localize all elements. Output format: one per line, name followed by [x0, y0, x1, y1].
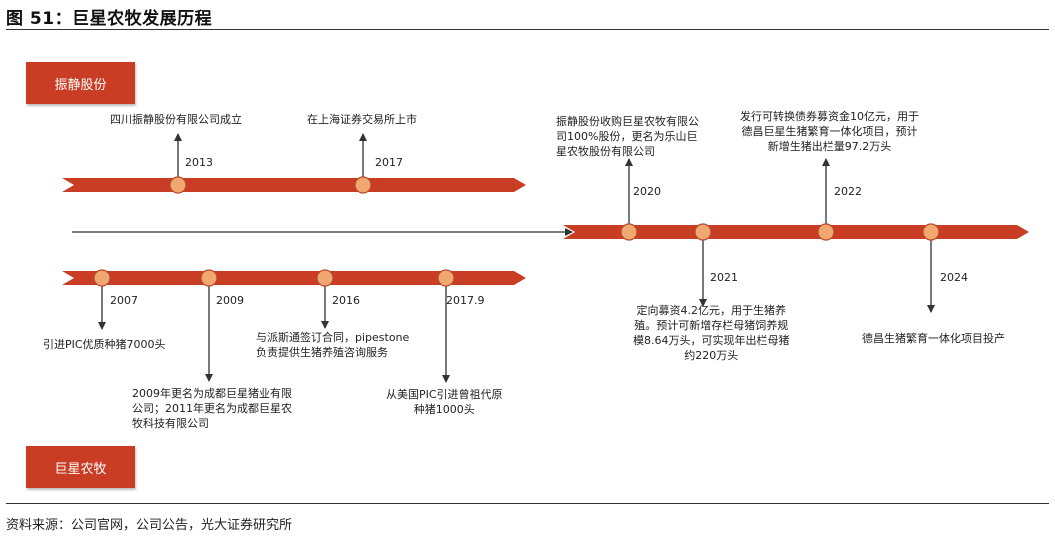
- figure-title: 图 51：巨星农牧发展历程: [6, 9, 213, 29]
- milestone-note-2017-9: 从美国PIC引进曾祖代原 种猪1000头: [386, 388, 503, 416]
- company-box-jinxing: 巨星农牧: [26, 446, 135, 488]
- node-2021: [694, 223, 712, 241]
- top-divider: [6, 29, 1049, 30]
- milestone-note-2017: 在上海证券交易所上市: [307, 113, 417, 126]
- year-label-2007: 2007: [110, 294, 138, 307]
- bottom-divider: [6, 503, 1049, 504]
- milestone-note-2020: 振静股份收购巨星农牧有限公 司100%股份，更名为乐山巨 星农牧股份有限公司: [556, 115, 699, 158]
- milestone-note-2013: 四川振静股份有限公司成立: [110, 113, 242, 126]
- year-label-2017-9: 2017.9: [446, 294, 485, 307]
- year-label-2017: 2017: [375, 156, 403, 169]
- node-2009: [200, 269, 218, 287]
- node-2016: [316, 269, 334, 287]
- node-2017-9: [437, 269, 455, 287]
- year-label-2016: 2016: [332, 294, 360, 307]
- milestone-note-2007: 引进PIC优质种猪7000头: [43, 338, 166, 351]
- node-2022: [817, 223, 835, 241]
- milestone-note-2009: 2009年更名为成都巨星猪业有限 公司；2011年更名为成都巨星农 牧科技有限公…: [132, 387, 292, 430]
- year-label-2022: 2022: [834, 185, 862, 198]
- milestone-note-2016: 与派斯通签订合同，pipestone 负责提供生猪养殖咨询服务: [256, 331, 410, 359]
- timeline-bar-merged: [563, 225, 1029, 239]
- timeline-bar-zhenjing: [62, 178, 526, 192]
- milestone-note-2024: 德昌生猪繁育一体化项目投产: [862, 332, 1005, 345]
- node-2020: [620, 223, 638, 241]
- node-2024: [922, 223, 940, 241]
- timeline-bar-jinxing: [62, 271, 526, 285]
- milestone-note-2021: 定向募资4.2亿元，用于生猪养 殖。预计可新增存栏母猪饲养规 模8.64万头，可…: [633, 304, 790, 362]
- year-label-2024: 2024: [940, 271, 968, 284]
- node-2007: [93, 269, 111, 287]
- year-label-2013: 2013: [185, 156, 213, 169]
- node-2013: [169, 176, 187, 194]
- year-label-2020: 2020: [633, 185, 661, 198]
- company-box-zhenjing: 振静股份: [26, 62, 135, 104]
- year-label-2021: 2021: [710, 271, 738, 284]
- year-label-2009: 2009: [216, 294, 244, 307]
- source-note: 资料来源：公司官网，公司公告，光大证券研究所: [6, 518, 293, 533]
- milestone-note-2022: 发行可转换债券募资金10亿元，用于 德昌巨星生猪繁育一体化项目，预计 新增生猪出…: [740, 110, 919, 153]
- node-2017: [354, 176, 372, 194]
